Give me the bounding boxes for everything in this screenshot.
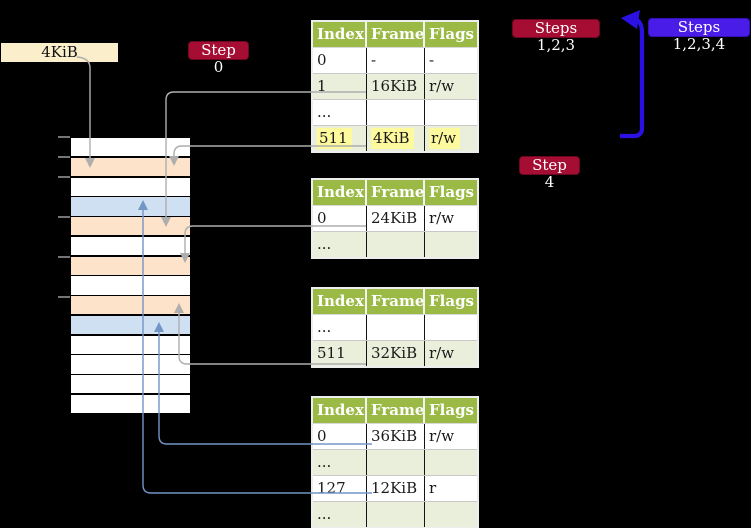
table-row: ... <box>313 232 477 257</box>
memory-tick <box>58 136 70 138</box>
memory-tick <box>58 296 70 298</box>
table-cell: 1 <box>313 74 367 99</box>
table-cell: ... <box>313 232 367 257</box>
table-cell: - <box>425 48 477 73</box>
table-cell: - <box>367 48 425 73</box>
table-row: ... <box>313 502 477 527</box>
table-cell <box>367 450 425 475</box>
table-cell: 36KiB <box>367 424 425 449</box>
column-header: Flags <box>425 22 477 47</box>
page-table-4: Index Frame Flags 0 36KiB r/w ... 127 12… <box>311 396 479 528</box>
column-header: Frame <box>367 398 425 423</box>
table-cell <box>425 232 477 257</box>
column-header: Frame <box>367 180 425 205</box>
loop-arrow-shaft <box>620 18 645 139</box>
table-row: ... <box>313 100 477 126</box>
table-row: 1 16KiB r/w <box>313 74 477 100</box>
memory-frame-row <box>71 276 190 295</box>
table-cell: 0 <box>313 206 367 231</box>
table-cell <box>367 315 425 340</box>
column-header: Frame <box>367 22 425 47</box>
recursive-loop-arrow <box>620 10 645 139</box>
table-row: 0 - - <box>313 48 477 74</box>
memory-frame-row <box>71 157 190 177</box>
memory-tick <box>58 256 70 258</box>
table-row: 511 32KiB r/w <box>313 341 477 366</box>
memory-frame-row <box>71 138 190 157</box>
memory-frame-row <box>71 217 190 236</box>
table-cell: 12KiB <box>367 476 425 501</box>
column-header: Index <box>313 180 367 205</box>
column-header: Index <box>313 22 367 47</box>
memory-frame-row <box>71 335 190 354</box>
table-row: 127 12KiB r <box>313 476 477 502</box>
frame-4kib-label: 4KiB <box>1 43 118 62</box>
table-cell: 511 <box>313 126 367 151</box>
memory-frame-row <box>71 394 190 414</box>
column-header: Frame <box>367 289 425 314</box>
table-row-highlighted: 511 4KiB r/w <box>313 126 477 151</box>
loop-arrowhead <box>621 10 640 29</box>
highlight: 4KiB <box>371 128 414 149</box>
table-cell: ... <box>313 502 367 527</box>
table-cell: 32KiB <box>367 341 425 366</box>
table-cell: r/w <box>425 341 477 366</box>
memory-frame-row <box>71 256 190 275</box>
column-header: Flags <box>425 289 477 314</box>
table-cell <box>425 315 477 340</box>
column-header: Flags <box>425 398 477 423</box>
table-cell: r/w <box>425 206 477 231</box>
table-header-row: Index Frame Flags <box>313 289 477 315</box>
table-cell: ... <box>313 450 367 475</box>
table-cell: 16KiB <box>367 74 425 99</box>
column-header: Flags <box>425 180 477 205</box>
table-cell <box>425 450 477 475</box>
steps-123-badge: Steps 1,2,3 <box>512 19 600 54</box>
memory-frame-row <box>71 375 190 394</box>
table-row: 0 36KiB r/w <box>313 424 477 450</box>
table-cell <box>425 502 477 527</box>
table-cell: r/w <box>425 74 477 99</box>
table-row: ... <box>313 315 477 341</box>
table-cell: 511 <box>313 341 367 366</box>
table-cell: 0 <box>313 48 367 73</box>
memory-frame-row <box>71 197 190 216</box>
memory-tick <box>58 176 70 178</box>
page-table-1: Index Frame Flags 0 - - 1 16KiB r/w ... … <box>311 20 479 153</box>
table-row: ... <box>313 450 477 476</box>
table-cell <box>367 232 425 257</box>
column-header: Index <box>313 398 367 423</box>
memory-tick <box>58 216 70 218</box>
step-0-badge: Step 0 <box>188 41 249 76</box>
column-header: Index <box>313 289 367 314</box>
page-table-3: Index Frame Flags ... 511 32KiB r/w <box>311 287 479 368</box>
step-4-badge: Step 4 <box>519 156 580 191</box>
table-cell <box>367 100 425 125</box>
table-cell: r/w <box>425 424 477 449</box>
memory-tick <box>58 156 70 158</box>
table-cell: ... <box>313 100 367 125</box>
table-cell: ... <box>313 315 367 340</box>
table-cell <box>367 502 425 527</box>
table-cell: r/w <box>425 126 477 151</box>
table-cell: 127 <box>313 476 367 501</box>
memory-frame-row <box>71 177 190 196</box>
table-cell: r <box>425 476 477 501</box>
memory-frame-row <box>71 315 190 335</box>
table-cell: 0 <box>313 424 367 449</box>
highlight: 511 <box>317 128 352 149</box>
memory-frame-row <box>71 355 190 374</box>
memory-frame-row <box>71 296 190 315</box>
table-cell <box>425 100 477 125</box>
table-cell: 24KiB <box>367 206 425 231</box>
highlight: r/w <box>429 128 461 149</box>
table-cell: 4KiB <box>367 126 425 151</box>
table-header-row: Index Frame Flags <box>313 22 477 48</box>
page-table-2: Index Frame Flags 0 24KiB r/w ... <box>311 178 479 259</box>
memory-frame-row <box>71 236 190 256</box>
steps-1234-badge: Steps 1,2,3,4 <box>648 18 750 53</box>
table-row: 0 24KiB r/w <box>313 206 477 232</box>
table-header-row: Index Frame Flags <box>313 398 477 424</box>
table-header-row: Index Frame Flags <box>313 180 477 206</box>
